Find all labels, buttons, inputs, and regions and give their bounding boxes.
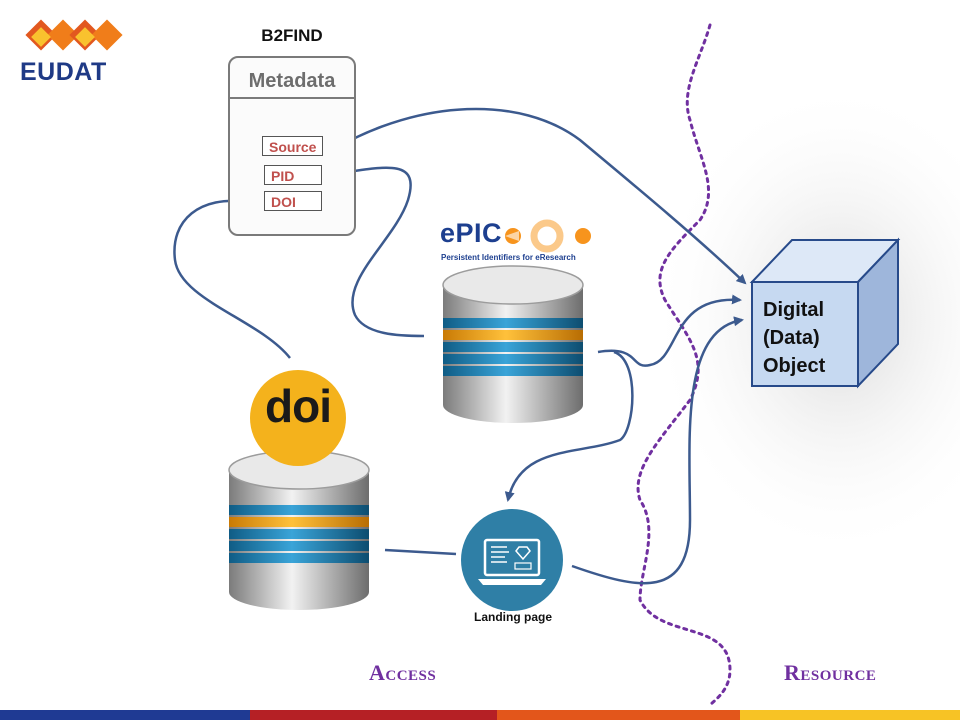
zone-label-resource: Resource — [784, 660, 877, 685]
link-pid-to-epic — [335, 166, 425, 338]
arrow-landing-to-object — [571, 316, 744, 585]
epic-title: ePIC — [440, 218, 503, 248]
bottom-color-bar — [0, 710, 960, 720]
bottom-bar-segment-yellow — [740, 710, 960, 720]
metadata-divider — [230, 97, 354, 99]
arrow-epic-to-landing — [504, 350, 634, 502]
doi-badge-text: doi — [265, 380, 332, 432]
link-doi-to-doi-registry — [173, 199, 291, 359]
bottom-bar-segment-red — [250, 710, 497, 720]
b2find-title: B2FIND — [261, 26, 323, 45]
epic-logo-icon — [505, 219, 591, 253]
arrow-source-to-object — [335, 107, 747, 285]
laptop-icon — [478, 538, 546, 585]
epic-database-icon — [442, 265, 584, 423]
bottom-bar-segment-orange — [497, 710, 740, 720]
doi-database-icon — [228, 450, 370, 610]
eudat-logo-text: EUDAT — [20, 58, 107, 86]
arrow-epic-to-object — [597, 294, 742, 367]
metadata-title: Metadata — [248, 70, 336, 92]
eudat-logo-icon — [25, 19, 123, 51]
metadata-field-source: Source — [262, 136, 324, 156]
landing-page-label: Landing page — [474, 610, 552, 624]
metadata-field-pid: PID — [264, 165, 322, 185]
landing-page-icon — [461, 509, 563, 611]
digital-object-label: Digital (Data) Object — [763, 299, 826, 377]
metadata-field-doi: DOI — [264, 191, 322, 211]
epic-subtitle: Persistent Identifiers for eResearch — [441, 253, 576, 262]
digital-object-cube-icon — [749, 237, 901, 389]
access-resource-divider — [636, 23, 732, 707]
bottom-bar-segment-blue — [0, 710, 250, 720]
doi-badge-icon — [250, 370, 346, 466]
link-doi-registry-to-landing — [384, 548, 457, 556]
zone-label-access: Access — [369, 660, 437, 685]
